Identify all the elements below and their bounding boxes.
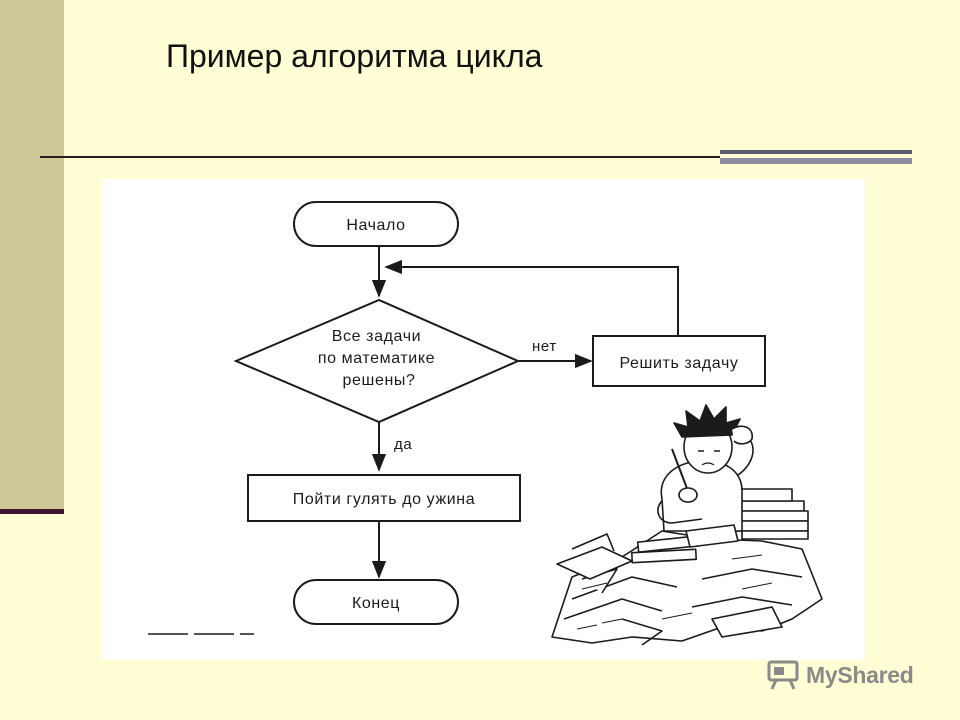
slide-title: Пример алгоритма цикла	[166, 38, 543, 74]
action-walk-label: Пойти гулять до ужина	[293, 491, 475, 508]
title-divider	[40, 156, 720, 158]
diagram-panel: Начало Все задачи по математике решены? …	[102, 179, 865, 660]
flowchart: Начало Все задачи по математике решены? …	[148, 201, 823, 646]
left-decorative-band	[0, 0, 64, 512]
left-band-accent-line	[0, 509, 64, 514]
end-label: Конец	[352, 595, 400, 612]
action-solve-node	[592, 335, 766, 387]
edge-loop-back	[384, 259, 679, 335]
action-walk-node	[247, 474, 521, 522]
branch-yes-label: да	[394, 436, 412, 453]
decision-line-1: Все задачи	[332, 328, 421, 345]
title-divider-accent	[720, 150, 912, 164]
end-node	[293, 579, 459, 625]
start-node	[293, 201, 459, 247]
action-solve-label: Решить задачу	[619, 355, 738, 372]
student-illustration	[551, 404, 823, 646]
watermark-text: MyShared	[806, 661, 914, 688]
watermark: MyShared	[766, 657, 914, 693]
decision-line-2: по математике	[318, 350, 435, 367]
decision-label: Все задачи по математике решены?	[318, 328, 440, 389]
decision-line-3: решены?	[343, 372, 416, 389]
start-label: Начало	[346, 217, 405, 234]
branch-no-label: нет	[532, 338, 557, 355]
projector-icon	[767, 660, 799, 690]
